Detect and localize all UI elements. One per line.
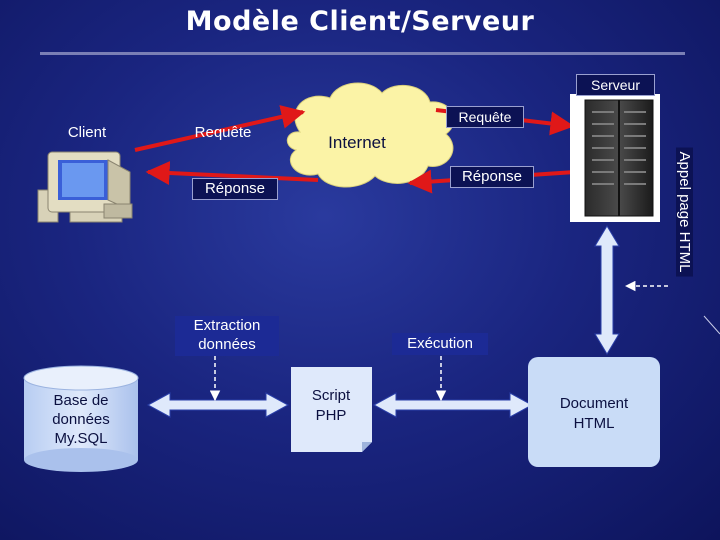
extraction-label-line2: données: [198, 336, 256, 353]
database-label-line1: Base de: [53, 392, 109, 409]
db-script-double-arrow: [146, 392, 290, 418]
client-computer-icon: [37, 151, 133, 223]
script-label-line2: PHP: [315, 407, 347, 424]
script-document-double-arrow: [372, 392, 534, 418]
request-label-left: Requête: [194, 124, 252, 141]
appel-page-label: Appel page HTML: [676, 147, 693, 277]
decorative-line: [703, 315, 720, 335]
database-label-line3: My.SQL: [54, 430, 108, 447]
server-document-double-arrow: [594, 225, 620, 355]
script-label-line1: Script: [311, 387, 351, 404]
internet-cloud: [286, 82, 455, 188]
server-icon: [570, 94, 660, 222]
extraction-label-line1: Extraction: [193, 317, 261, 334]
script-label: Script PHP: [291, 386, 371, 426]
extraction-label: Extraction données: [175, 316, 279, 356]
page-title: Modèle Client/Serveur: [185, 6, 535, 37]
document-label-line1: Document: [559, 395, 629, 412]
script-page-shape: [291, 367, 372, 452]
database-label-line2: données: [52, 411, 110, 428]
server-label: Serveur: [576, 74, 655, 96]
request-arrow-left: [134, 105, 306, 152]
database-cylinder: [23, 365, 139, 472]
response-label-left: Réponse: [192, 178, 278, 200]
request-label-right: Requête: [446, 106, 524, 128]
internet-label: Internet: [328, 133, 386, 152]
database-label: Base de données My.SQL: [24, 391, 138, 448]
document-box: [528, 357, 660, 467]
response-label-right: Réponse: [450, 166, 534, 188]
document-label: Document HTML: [528, 394, 660, 434]
execution-label: Exécution: [392, 333, 488, 355]
document-label-line2: HTML: [573, 415, 615, 432]
client-label: Client: [67, 124, 107, 141]
response-arrow-left: [145, 161, 319, 186]
title-divider: [40, 52, 685, 55]
